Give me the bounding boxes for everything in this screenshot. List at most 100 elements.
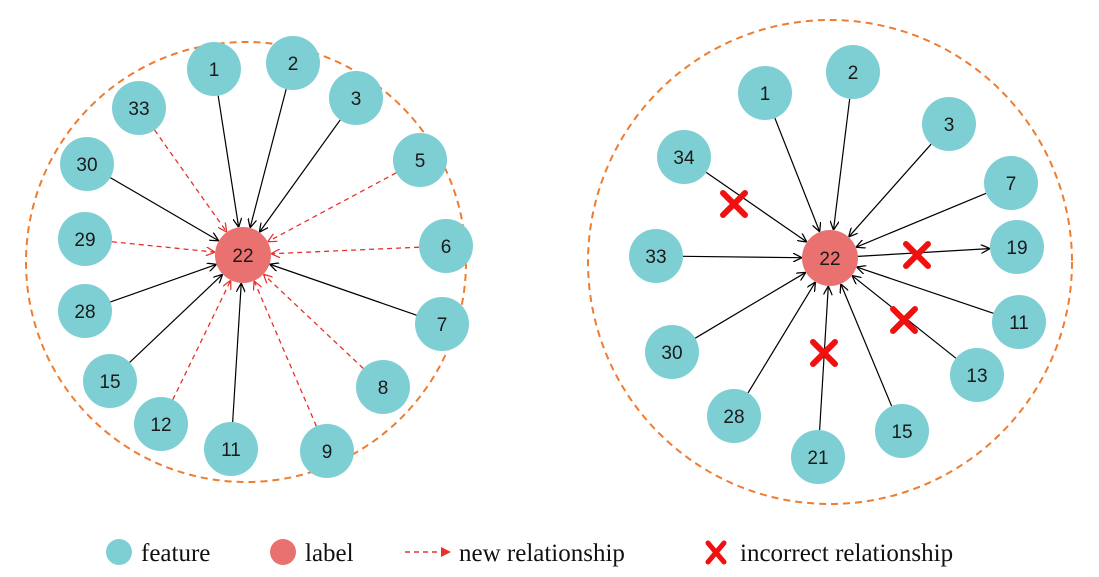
svg-text:5: 5 [415, 151, 426, 172]
right-edge-11 [857, 267, 994, 314]
crosses-layer [720, 190, 931, 367]
svg-text:1: 1 [760, 84, 771, 105]
legend-label-label: label [305, 540, 354, 567]
left-edge-2 [250, 88, 287, 227]
svg-text:6: 6 [441, 237, 452, 258]
svg-text:11: 11 [221, 440, 241, 461]
right-edge-1 [774, 117, 819, 231]
left-feature-node-33: 33 [112, 81, 166, 135]
left-label-node: 22 [215, 227, 271, 283]
right-feature-node-21: 21 [791, 430, 845, 484]
left-edge-7 [270, 265, 417, 316]
left-edge-1 [217, 95, 238, 227]
left-feature-node-5: 5 [393, 133, 447, 187]
svg-text:7: 7 [437, 315, 448, 336]
legend-feature-label: feature [141, 540, 210, 567]
left-feature-node-8: 8 [356, 360, 410, 414]
left-feature-node-1: 1 [187, 42, 241, 96]
legend-feature-swatch [106, 539, 132, 565]
right-edge-7 [857, 192, 987, 247]
left-edge-3 [260, 119, 341, 232]
svg-text:33: 33 [645, 247, 666, 268]
right-feature-node-2: 2 [826, 45, 880, 99]
left-edge-33-new [154, 129, 227, 231]
left-feature-node-3: 3 [329, 71, 383, 125]
left-feature-node-6: 6 [419, 219, 473, 273]
svg-text:22: 22 [232, 246, 253, 267]
right-feature-node-13: 13 [950, 348, 1004, 402]
left-edge-5-new [269, 172, 397, 242]
right-graph-boundary [587, 19, 1073, 505]
svg-text:15: 15 [99, 372, 120, 393]
left-edge-9-new [254, 282, 317, 427]
svg-text:2: 2 [288, 54, 299, 75]
left-edge-8-new [264, 275, 364, 369]
svg-text:19: 19 [1006, 238, 1027, 259]
right-feature-node-1: 1 [738, 66, 792, 120]
right-feature-node-3: 3 [922, 97, 976, 151]
left-edge-6-new [272, 246, 420, 254]
incorrect-relationship-cross-icon [810, 339, 838, 367]
right-feature-node-7: 7 [984, 156, 1038, 210]
right-feature-node-28: 28 [707, 389, 761, 443]
incorrect-relationship-cross-icon [890, 306, 918, 334]
right-feature-node-11: 11 [992, 295, 1046, 349]
left-edge-29-new [111, 241, 214, 252]
svg-text:3: 3 [351, 89, 362, 110]
right-edge-34 [705, 171, 806, 241]
right-edge-15 [841, 285, 893, 407]
edges-layer [110, 88, 994, 431]
incorrect-relationship-cross-icon [903, 241, 931, 269]
left-edge-12-new [172, 281, 231, 400]
svg-text:12: 12 [150, 415, 171, 436]
svg-text:9: 9 [322, 442, 333, 463]
left-edge-15 [129, 275, 222, 363]
left-feature-node-29: 29 [58, 212, 112, 266]
right-feature-node-19: 19 [990, 220, 1044, 274]
left-feature-node-30: 30 [60, 137, 114, 191]
legend-new-relationship-label: new relationship [459, 540, 625, 567]
right-feature-node-34: 34 [657, 130, 711, 184]
svg-text:13: 13 [966, 366, 987, 387]
svg-text:29: 29 [74, 230, 95, 251]
right-feature-node-15: 15 [875, 404, 929, 458]
left-feature-node-2: 2 [266, 36, 320, 90]
legend-incorrect-relationship-label: incorrect relationship [740, 540, 953, 567]
right-edge-3 [849, 143, 932, 236]
svg-text:8: 8 [378, 378, 389, 399]
right-edge-2 [834, 98, 851, 229]
svg-text:2: 2 [848, 63, 859, 84]
left-feature-node-12: 12 [134, 397, 188, 451]
left-feature-node-11: 11 [204, 422, 258, 476]
svg-text:30: 30 [661, 343, 682, 364]
legend-cross-icon [705, 540, 727, 565]
right-edge-33 [682, 256, 801, 257]
svg-text:7: 7 [1006, 174, 1017, 195]
svg-text:11: 11 [1009, 313, 1029, 334]
left-feature-node-15: 15 [83, 354, 137, 408]
svg-text:33: 33 [128, 99, 149, 120]
svg-text:34: 34 [673, 148, 695, 169]
legend: feature label new relationship incorrect… [106, 539, 953, 567]
svg-text:15: 15 [891, 422, 912, 443]
left-feature-node-28: 28 [58, 284, 112, 338]
svg-text:3: 3 [944, 115, 955, 136]
svg-text:30: 30 [76, 155, 97, 176]
left-edge-28 [110, 265, 215, 303]
right-edge-21 [819, 287, 829, 431]
legend-label-swatch [270, 539, 296, 565]
svg-text:22: 22 [819, 249, 840, 270]
right-edge-30 [694, 273, 805, 339]
left-edge-11 [232, 284, 242, 423]
svg-text:28: 28 [723, 407, 744, 428]
left-feature-node-9: 9 [300, 424, 354, 478]
svg-text:1: 1 [209, 60, 220, 81]
left-edge-30 [110, 177, 218, 241]
left-feature-node-7: 7 [415, 297, 469, 351]
right-feature-node-30: 30 [645, 325, 699, 379]
svg-text:28: 28 [74, 302, 95, 323]
svg-text:21: 21 [807, 448, 828, 469]
incorrect-relationship-cross-icon [720, 190, 748, 218]
right-edge-28 [747, 283, 815, 394]
